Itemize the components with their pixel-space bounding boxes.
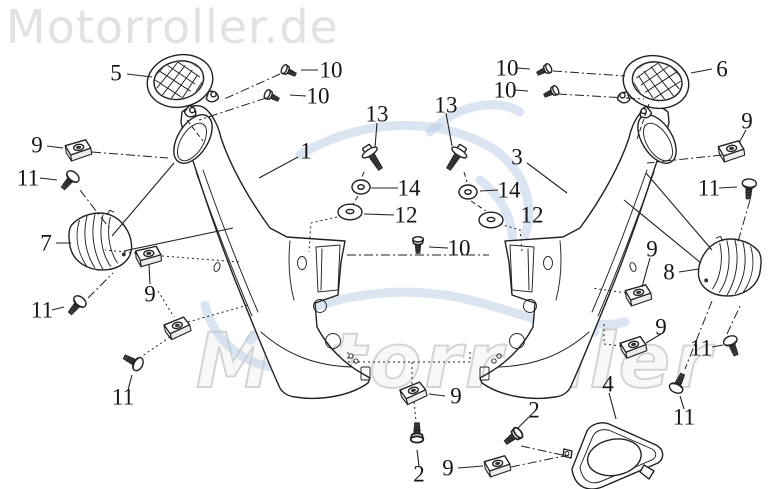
washers-part-14 [351,179,478,200]
washers-part-12 [337,203,504,229]
panel-right-part-3 [479,104,685,400]
screw [279,63,299,80]
clip-nut [134,245,163,268]
screw [262,88,282,105]
clip-nut [398,380,429,407]
washer [478,211,504,229]
clip-nut [618,335,649,360]
heel-cover-left-part-7 [66,208,134,273]
screw [534,62,554,79]
washer [351,179,371,195]
washer [337,203,363,221]
clip-nut [624,283,653,308]
clip-nut [717,139,746,164]
screw [120,349,147,374]
clip-nut [483,454,512,479]
screw [411,235,425,255]
screw [721,333,744,359]
screw [56,167,82,194]
screws-part-2 [409,422,526,449]
screw [740,177,758,201]
clip-nut [64,138,93,163]
screw [63,292,89,319]
screw [501,425,526,449]
watermark-top-logo: Motorroller.de [6,0,339,54]
screws-part-10 [262,62,561,255]
panel-left-part-1 [165,104,371,400]
screw [541,84,561,101]
screw [357,141,389,175]
washer [458,184,478,200]
screw [667,370,690,396]
corner-cover-part-4 [562,422,664,489]
screws-part-11 [56,167,758,396]
screw [440,141,472,175]
leader-lines [39,67,751,469]
clip-nut [162,315,193,342]
screw [409,422,425,444]
